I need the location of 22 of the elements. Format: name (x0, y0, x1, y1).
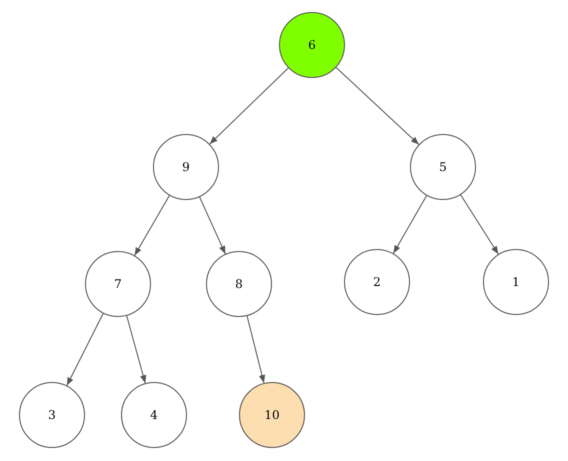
arrow (336, 67, 420, 145)
node-value: 10 (264, 408, 280, 422)
node-value: 1 (512, 275, 520, 289)
tree-node-circle (153, 134, 219, 200)
arrow (126, 315, 146, 384)
node-value: 3 (48, 408, 56, 422)
arrow (460, 194, 499, 255)
node-value: 2 (373, 275, 381, 289)
node-value: 9 (182, 160, 190, 174)
arrow (66, 312, 104, 386)
arrow (392, 195, 428, 254)
arrow (134, 195, 170, 256)
node-value: 8 (235, 277, 243, 291)
node-value: 6 (308, 38, 316, 52)
arrow (246, 316, 266, 384)
tree-node-circle (410, 134, 476, 200)
arrow (209, 67, 289, 145)
arrow (199, 196, 226, 254)
node-value: 7 (114, 277, 122, 291)
tree-node-circle (279, 12, 345, 78)
node-value: 5 (439, 160, 447, 174)
node-value: 4 (150, 408, 158, 422)
